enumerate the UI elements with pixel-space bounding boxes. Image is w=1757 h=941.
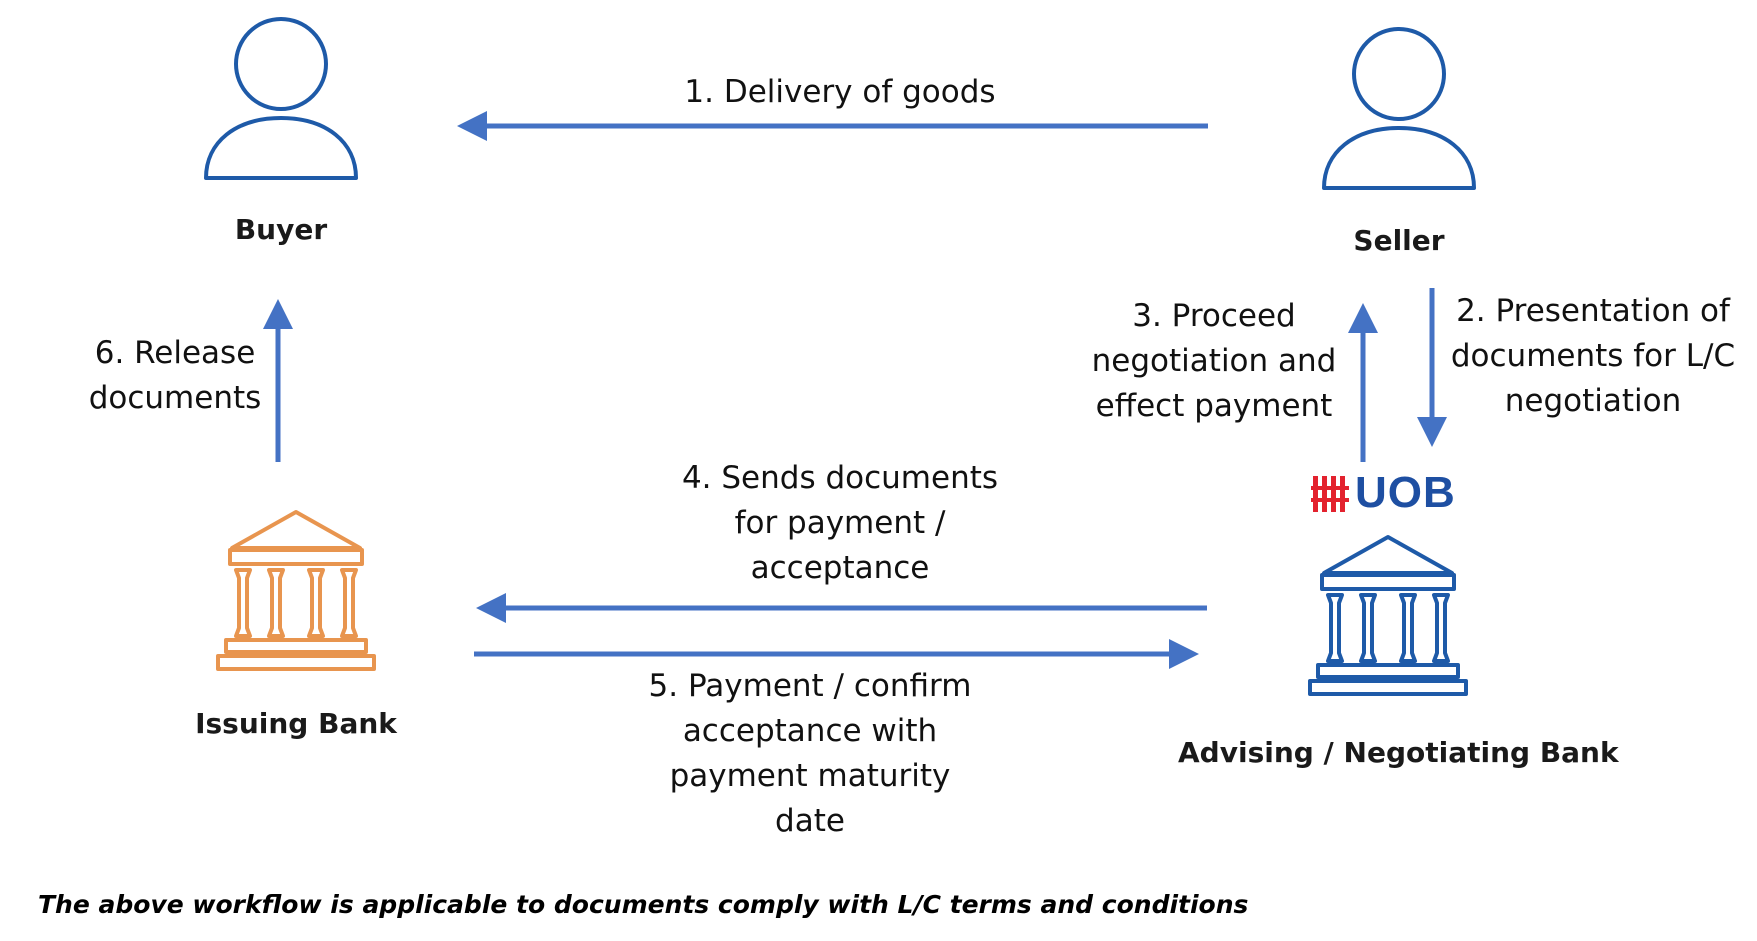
step-3-line: effect payment [1095,388,1333,424]
buyer-label: Buyer [234,213,328,246]
step-6-label: 6. Release documents [70,331,280,421]
step-5-line: 5. Payment / confirm [648,668,972,704]
step-2-line: documents for L/C [1450,338,1736,374]
step-1-line: 1. Delivery of goods [684,74,996,110]
step-1-label: 1. Delivery of goods [620,70,1060,115]
step-5-line: acceptance with [682,713,938,749]
step-4-label: 4. Sends documents for payment / accepta… [620,456,1060,591]
seller-person-icon [1322,27,1476,190]
step-3-label: 3. Proceed negotiation and effect paymen… [1076,294,1352,429]
advising-bank-building-icon [1308,535,1468,696]
step-3-line: negotiation and [1091,343,1337,379]
step-5-line: payment maturity [669,758,951,794]
step-3-line: 3. Proceed [1132,298,1296,334]
step-6-line: documents [88,380,262,416]
uob-wordmark: UOB [1355,468,1456,517]
step-4-line: 4. Sends documents [681,460,999,496]
uob-logo [1311,476,1349,512]
buyer-person-icon [204,17,358,180]
seller-label: Seller [1353,224,1445,257]
step-4-line: acceptance [750,550,930,586]
step-2-line: 2. Presentation of [1456,293,1730,329]
step-2-label: 2. Presentation of documents for L/C neg… [1428,289,1757,424]
step-2-line: negotiation [1504,383,1682,419]
issuing-bank-building-icon [216,510,376,671]
issuing-bank-label: Issuing Bank [195,707,397,740]
step-4-line: for payment / [734,505,946,541]
step-5-line: date [775,803,845,839]
workflow-footnote: The above workflow is applicable to docu… [38,890,1249,919]
step-6-line: 6. Release [94,335,256,371]
step-5-label: 5. Payment / confirm acceptance with pay… [590,664,1030,844]
advising-bank-label: Advising / Negotiating Bank [1178,736,1619,769]
